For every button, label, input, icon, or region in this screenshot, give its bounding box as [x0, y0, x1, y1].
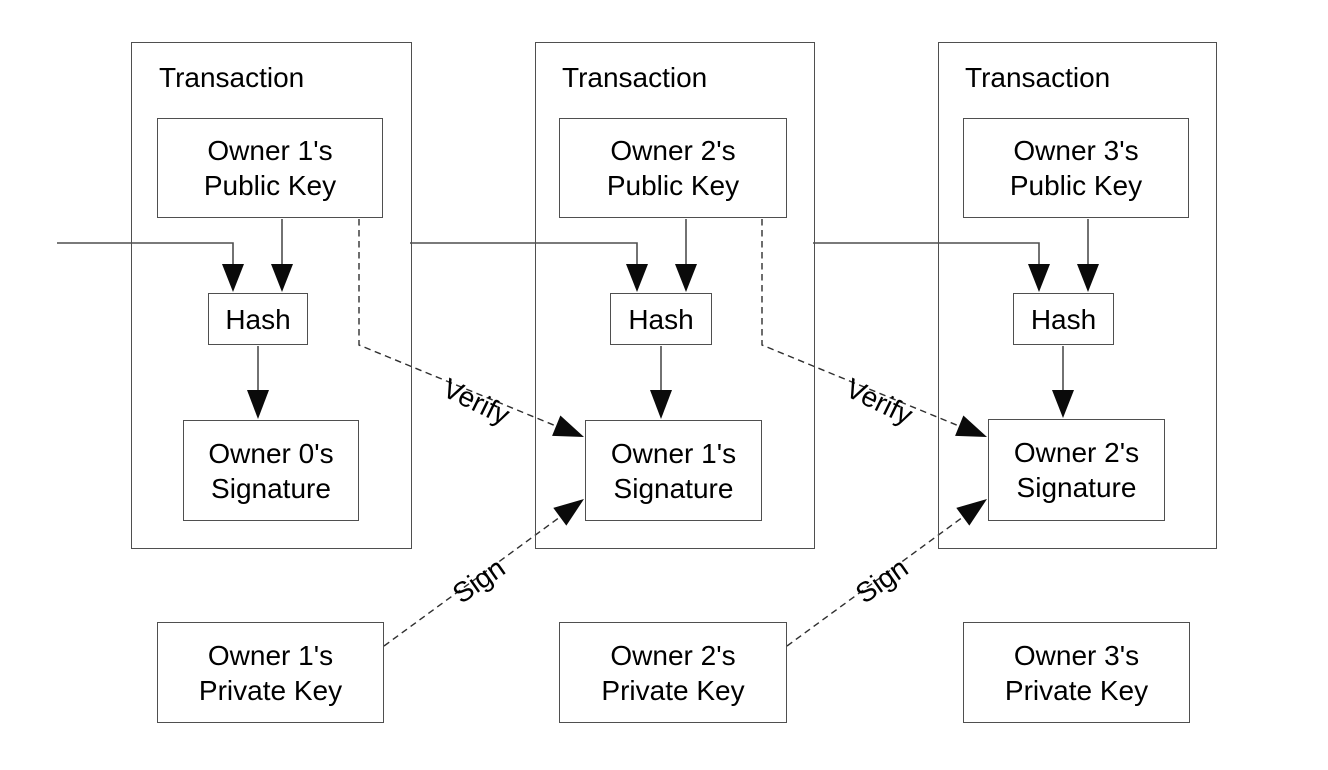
owner0-signature-box: Owner 0's Signature: [183, 420, 359, 521]
owner3-public-key-box: Owner 3's Public Key: [963, 118, 1189, 218]
chain-arrowhead-hash1: [222, 264, 244, 292]
owner2-signature-box: Owner 2's Signature: [988, 419, 1165, 521]
hash-arrowhead-sig3: [1052, 390, 1074, 418]
transaction-1-frame: [131, 42, 412, 549]
owner1-private-key-box: Owner 1's Private Key: [157, 622, 384, 723]
hash-arrowhead-sig2: [650, 390, 672, 419]
sign-arrowhead-2: [956, 499, 987, 526]
verify-arrowhead-2: [955, 415, 987, 437]
pubkey-arrowhead-hash1: [271, 264, 293, 292]
owner2-private-key-box: Owner 2's Private Key: [559, 622, 787, 723]
chain-line-into-tx1: [57, 242, 234, 266]
transaction-3-title: Transaction: [965, 62, 1111, 93]
dashed-connectors: [358, 219, 964, 647]
transaction-2-frame: [535, 42, 815, 549]
arrowheads: [222, 264, 1099, 526]
pubkey-arrowhead-hash2: [675, 264, 697, 292]
hash-box-1: Hash: [208, 293, 308, 345]
transaction-1-title: Transaction: [159, 62, 305, 93]
solid-connectors: [57, 219, 1089, 391]
sign-arrowhead-1: [553, 499, 584, 526]
sign-dashed-line-2: [786, 516, 964, 647]
transaction-2-title: Transaction: [562, 62, 708, 93]
owner1-signature-box: Owner 1's Signature: [585, 420, 762, 521]
hash-box-2: Hash: [610, 293, 712, 345]
hash-arrowhead-sig1: [247, 390, 269, 419]
sign-dashed-line-1: [383, 516, 561, 647]
hash-box-3: Hash: [1013, 293, 1114, 345]
verify-dashed-line-1: [358, 219, 557, 427]
verify-arrowhead-1: [552, 415, 584, 437]
chain-arrowhead-hash3: [1028, 264, 1050, 292]
chain-arrowhead-hash2: [626, 264, 648, 292]
chain-line-tx2-to-tx3: [813, 242, 1040, 266]
owner1-public-key-box: Owner 1's Public Key: [157, 118, 383, 218]
verify-dashed-line-2: [761, 219, 960, 427]
pubkey-arrowhead-hash3: [1077, 264, 1099, 292]
owner3-private-key-box: Owner 3's Private Key: [963, 622, 1190, 723]
transaction-3-frame: [938, 42, 1217, 549]
chain-line-tx1-to-tx2: [410, 242, 638, 266]
owner2-public-key-box: Owner 2's Public Key: [559, 118, 787, 218]
